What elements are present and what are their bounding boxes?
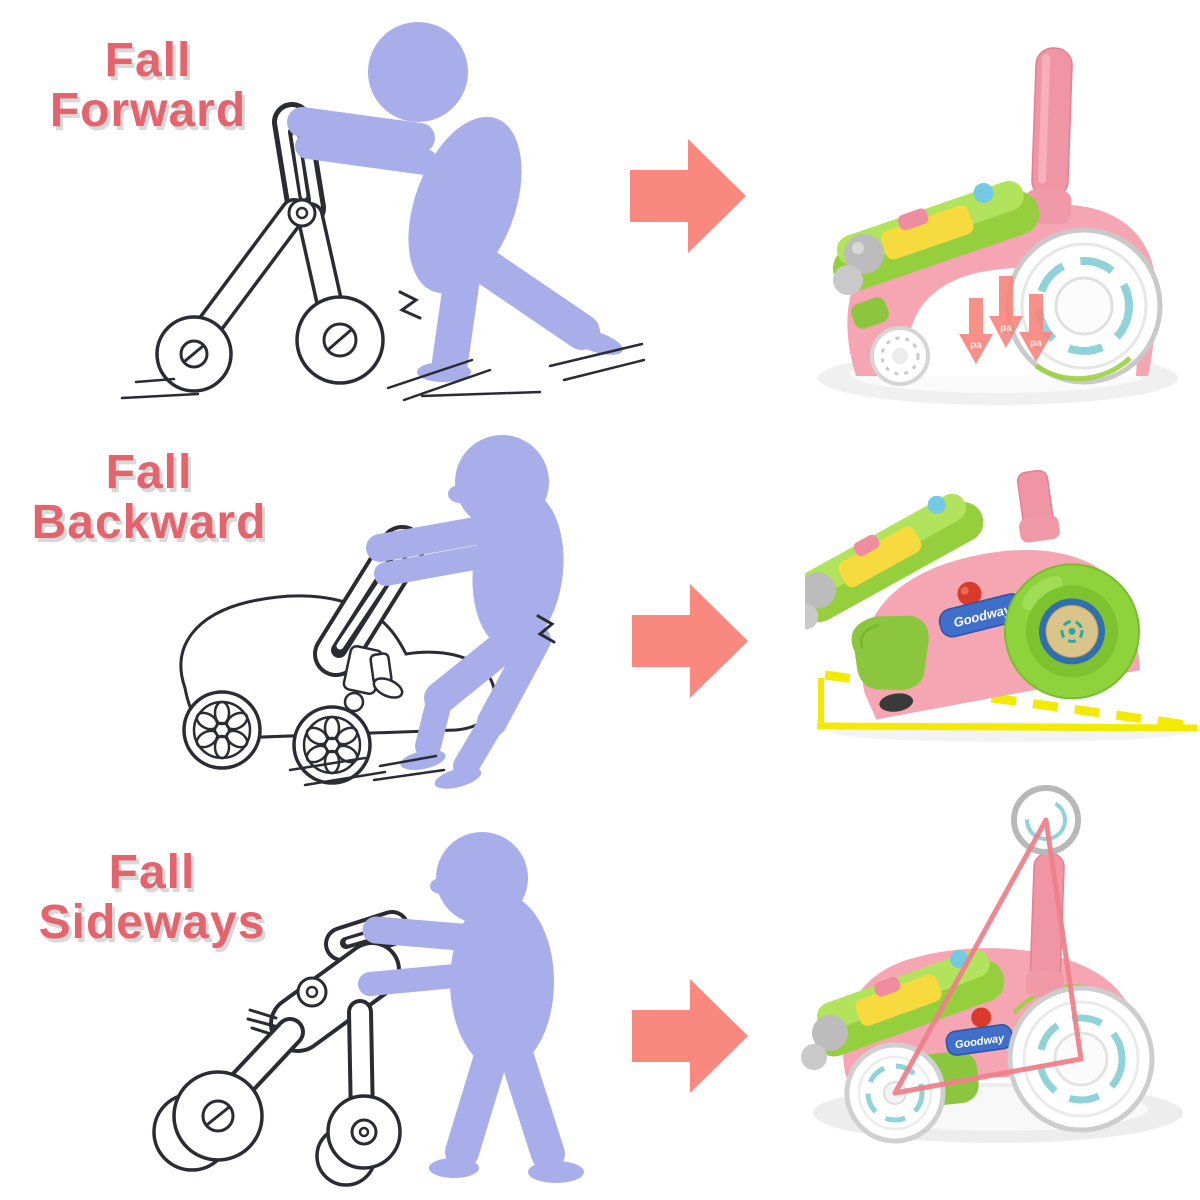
label-line: Sideways: [38, 896, 266, 950]
impact-mark: [536, 614, 556, 644]
front-bumper: [851, 615, 929, 712]
activity-tray: [832, 180, 1040, 292]
label-line: Fall: [104, 34, 192, 87]
spinner-balls: [801, 1015, 848, 1070]
handle-top-ring: [1011, 785, 1081, 855]
impact-mark: [398, 290, 422, 320]
sketch-fall-forward-scene: [120, 22, 646, 402]
label-line: Backward: [31, 496, 267, 550]
sketch-walker-frame: [155, 102, 385, 393]
motion-lines: [372, 614, 556, 782]
label-line: Fall: [108, 846, 196, 899]
right-arrow-icon: [632, 584, 748, 698]
baby-silhouette: [358, 832, 584, 1183]
photo-walker-stability-triangle: Goodway: [801, 785, 1183, 1144]
front-caster-wheel: [879, 693, 914, 712]
pressure-label: pa: [970, 340, 982, 351]
front-wheel: [870, 326, 930, 386]
sketch-car-walker: [179, 525, 497, 787]
photo-walker-pressure-view: pa pa pa: [818, 47, 1178, 405]
sketch-stroller-walker: [152, 910, 410, 1187]
tilted-walker: Goodway: [805, 469, 1141, 720]
motion-lines: [120, 290, 646, 402]
walker-handle: [1016, 469, 1060, 543]
baby-silhouette: [287, 22, 623, 382]
spinner-balls: [833, 234, 889, 329]
sketch-fall-sideways-scene: [152, 832, 584, 1187]
right-arrow-icon: [630, 139, 746, 253]
section-label-fall-sideways: Fall Sideways: [20, 846, 284, 950]
label-line: Fall: [105, 446, 193, 499]
pressure-arrows: pa pa pa: [959, 276, 1053, 364]
pressure-label: pa: [1000, 323, 1012, 334]
sketch-car-wheel-rear: [292, 705, 372, 785]
label-line: Forward: [49, 84, 247, 138]
spinner-balls: [805, 572, 836, 630]
section-label-fall-backward: Fall Backward: [14, 446, 284, 550]
walker-handle: [1024, 47, 1073, 225]
rear-wheel-green: [1004, 563, 1141, 700]
sketch-car-wheel-front: [182, 690, 262, 770]
goodway-logo: Goodway: [945, 1007, 1014, 1056]
baby-silhouette: [366, 435, 564, 789]
activity-tray: [805, 493, 984, 623]
photo-walker-tilt-test: Goodway: [805, 469, 1198, 742]
sketch-wheelpair-right: [315, 1094, 402, 1187]
section-label-fall-forward: Fall Forward: [28, 34, 268, 138]
pressure-label: pa: [1030, 338, 1042, 349]
right-arrow-icon: [632, 979, 748, 1093]
stability-triangle: [892, 817, 1084, 1096]
sketch-fall-backward-scene: [179, 435, 564, 789]
sketch-wheelpair-left: [152, 1070, 264, 1172]
